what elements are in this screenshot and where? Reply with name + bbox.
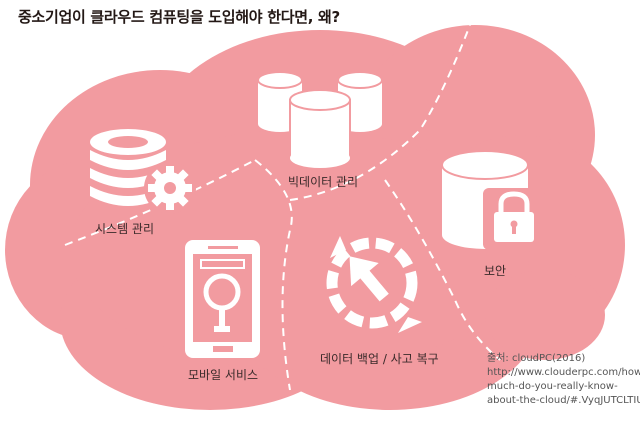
section-label-security: 보안	[484, 264, 507, 278]
restore-arrow-icon	[326, 236, 422, 333]
source-citation: 출처: cloudPC(2016) http://www.clouderpc.c…	[487, 352, 640, 408]
section-dividers	[64, 24, 501, 391]
page-title: 중소기업이 클라우드 컴퓨팅을 도입해야 한다면, 왜?	[18, 8, 340, 26]
source-url-line: http://www.clouderpc.com/how-	[487, 367, 640, 378]
section-label-bigdata: 빅데이터 관리	[288, 175, 359, 189]
database-lock-icon	[441, 150, 545, 250]
section-label-system: 시스템 관리	[95, 222, 155, 236]
smartphone-search-icon	[185, 240, 260, 358]
section-label-mobile: 모바일 서비스	[188, 368, 259, 382]
source-url-line: about-the-cloud/#.VyqJUTCLTIU	[487, 395, 640, 406]
source-url-line: much-do-you-really-know-	[487, 381, 618, 392]
cylinders-icon	[257, 71, 383, 168]
section-label-backup: 데이터 백업 / 사고 복구	[320, 352, 439, 366]
database-gear-icon	[90, 129, 196, 214]
source-heading: 출처: cloudPC(2016)	[487, 353, 586, 364]
